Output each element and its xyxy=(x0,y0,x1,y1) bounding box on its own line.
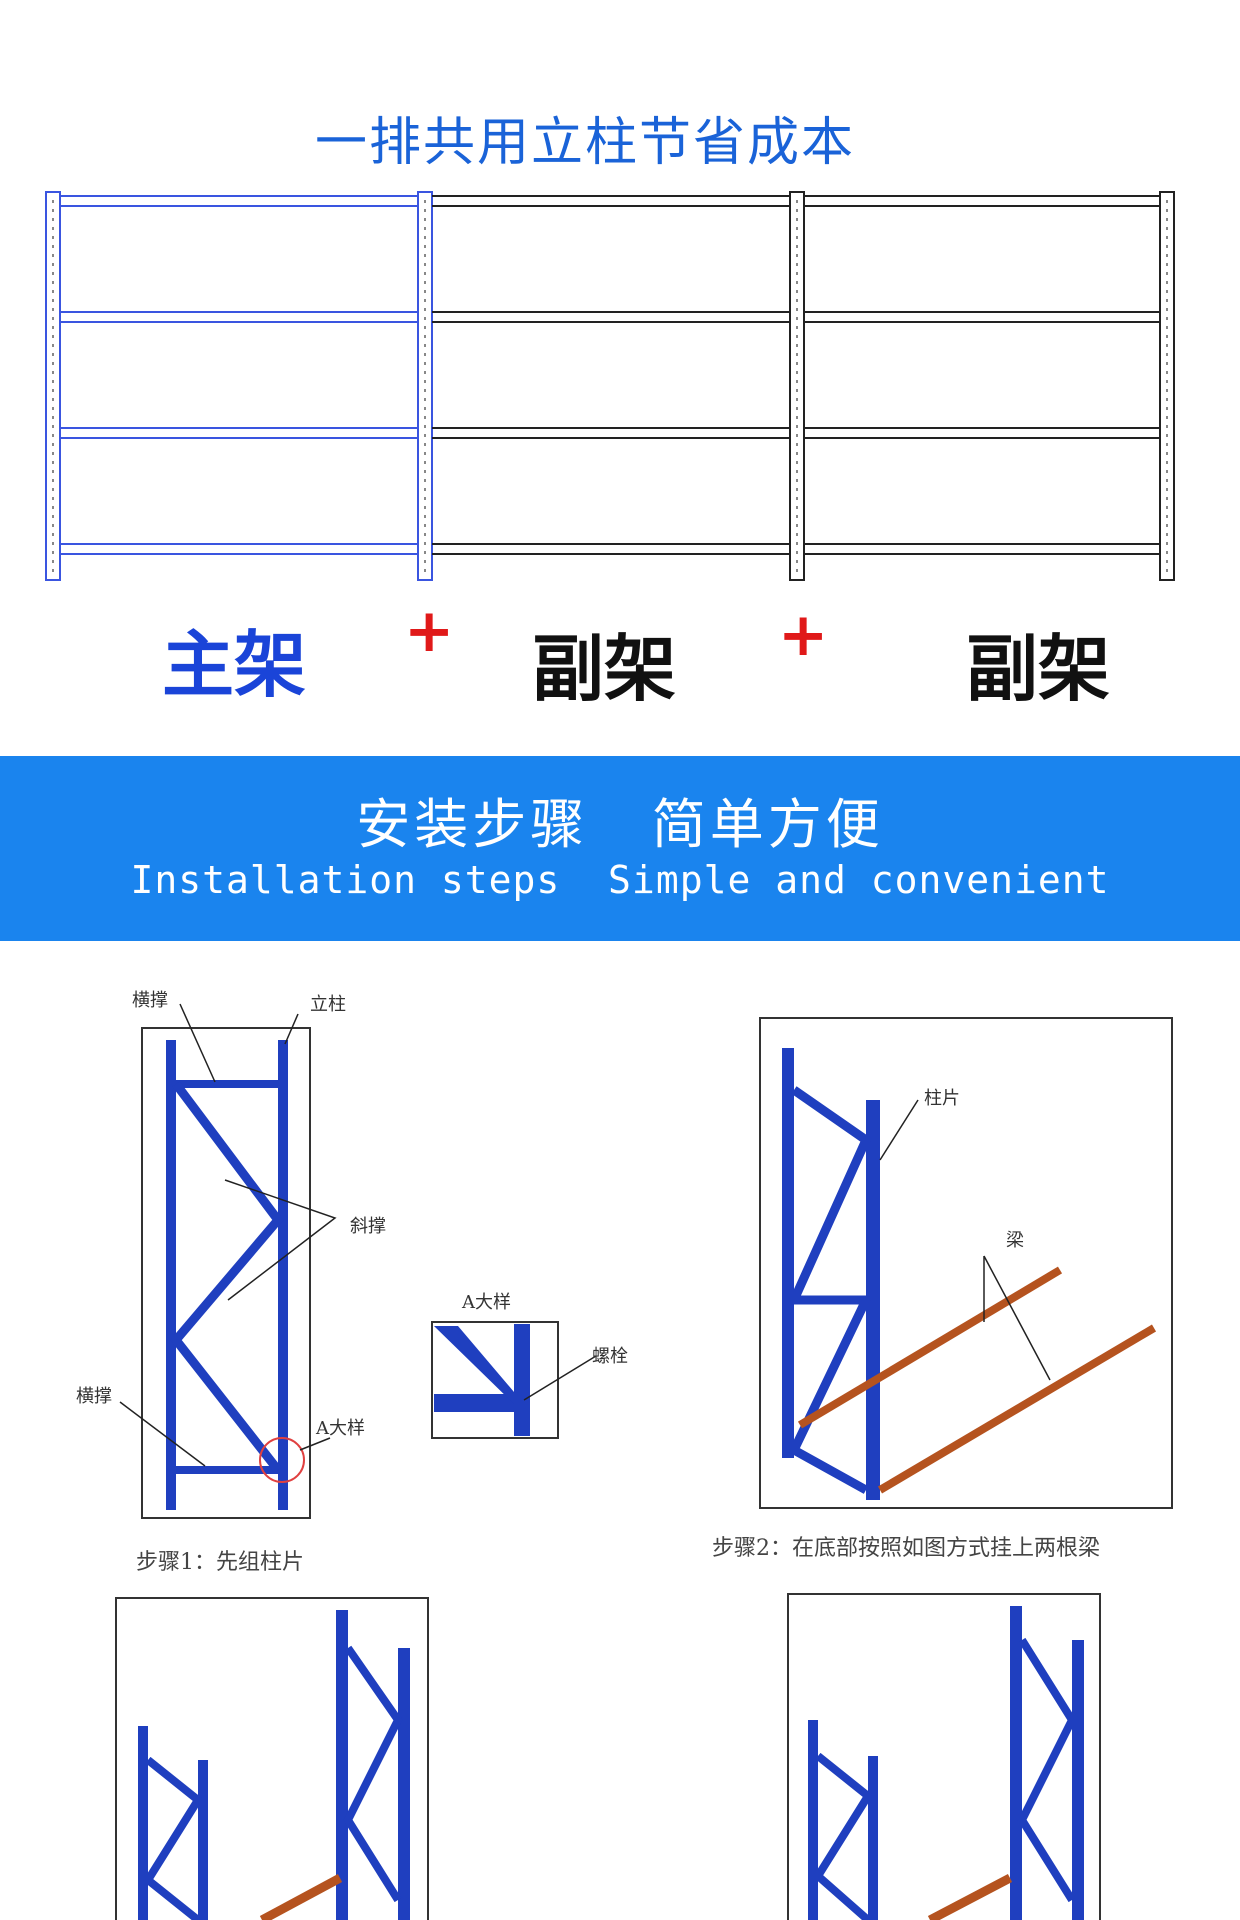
step2-caption: 步骤2：在底部按照如图方式挂上两根梁 xyxy=(712,1536,1100,1561)
step4-figure xyxy=(787,1593,1101,1920)
sub-frame-label: 副架 xyxy=(532,627,677,711)
banner-title-cn: 安装步骤 简单方便 xyxy=(356,793,884,856)
label-bolt: 螺栓 xyxy=(592,1346,628,1367)
sub-frame-label: 副架 xyxy=(966,627,1111,711)
plus-sign: + xyxy=(404,596,455,666)
step1-caption: 步骤1：先组柱片 xyxy=(136,1550,304,1575)
label-upright: 立柱 xyxy=(310,994,346,1015)
detail-a-title: A大样 xyxy=(462,1292,511,1313)
install-banner xyxy=(0,756,1240,941)
detail-a-figure xyxy=(431,1321,597,1439)
main-frame-drawing xyxy=(45,191,433,581)
main-frame-label: 主架 xyxy=(162,623,307,707)
step3-figure xyxy=(115,1597,429,1920)
shelving-diagram xyxy=(45,191,1175,581)
banner-title-en: Installation steps Simple and convenient xyxy=(130,858,1110,902)
label-crossbar-bottom: 横撑 xyxy=(76,1386,112,1407)
step1-figure xyxy=(119,1003,337,1519)
label-frame: 柱片 xyxy=(924,1088,960,1109)
plus-sign: + xyxy=(778,600,829,670)
label-detail-a: A大样 xyxy=(316,1418,365,1439)
sub-frame-drawing xyxy=(432,191,1175,581)
label-beam: 梁 xyxy=(1006,1230,1024,1251)
page-heading: 一排共用立柱节省成本 xyxy=(314,113,855,173)
step2-figure xyxy=(759,1017,1173,1509)
label-diagonal: 斜撑 xyxy=(350,1216,386,1237)
label-crossbar-top: 横撑 xyxy=(132,990,168,1011)
